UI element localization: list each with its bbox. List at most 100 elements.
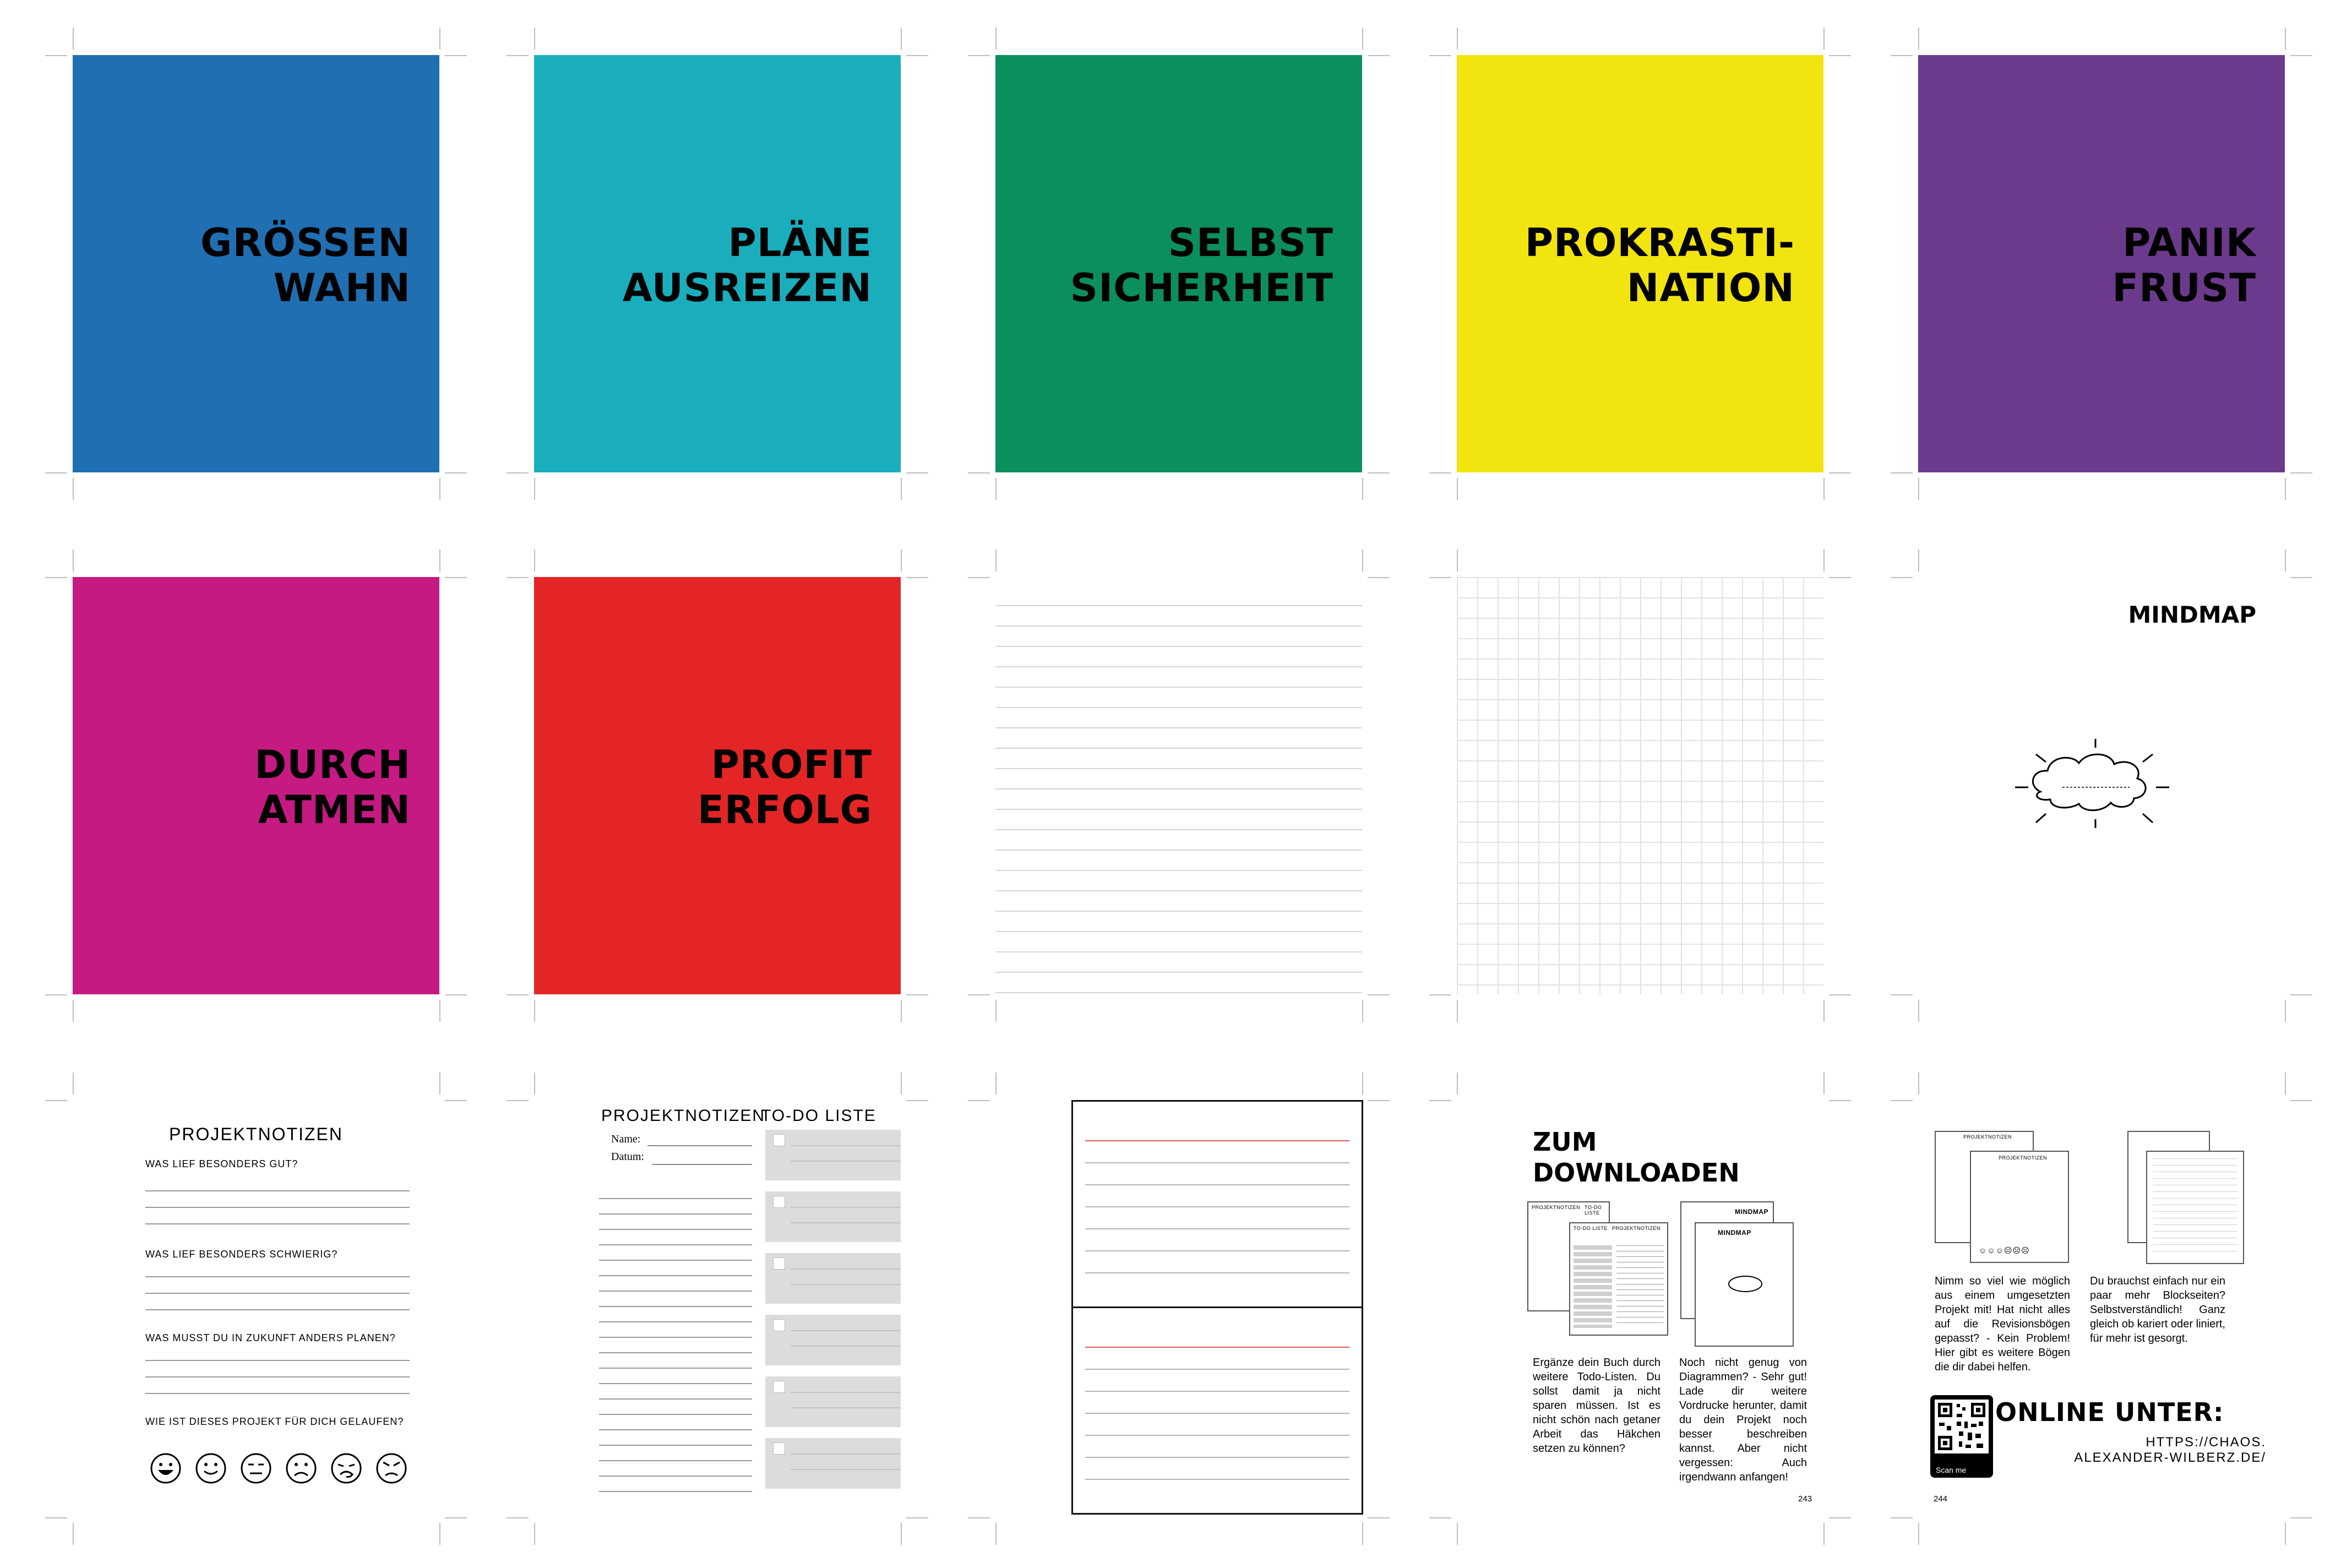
crop-mark xyxy=(534,28,535,50)
projektnotizen-page: PROJEKTNOTIZEN WAS LIEF BESONDERS GUT? W… xyxy=(73,1100,439,1517)
checkbox[interactable] xyxy=(773,1319,785,1331)
crop-mark xyxy=(1368,994,1390,995)
downloads-title: ZUM DOWNLOADEN xyxy=(1533,1127,1740,1188)
checkbox[interactable] xyxy=(773,1381,785,1393)
thumb-mindmap: MINDMAP xyxy=(1695,1222,1794,1347)
name-label: Name: xyxy=(611,1133,641,1145)
todo-item[interactable] xyxy=(765,1315,901,1365)
crop-mark xyxy=(1429,1517,1451,1518)
color-page-profit-erfolg: PROFIT ERFOLG xyxy=(534,577,901,994)
checkbox[interactable] xyxy=(773,1442,785,1455)
page-title: SELBST SICHERHEIT xyxy=(1070,220,1333,311)
mindmap-page: MINDMAP xyxy=(1918,577,2285,994)
todo-heading: TO-DO LISTE xyxy=(761,1107,876,1125)
crop-mark xyxy=(507,1517,529,1518)
crop-mark xyxy=(1823,1523,1825,1545)
page-title: PLÄNE AUSREIZEN xyxy=(622,220,872,311)
checkbox[interactable] xyxy=(773,1196,785,1208)
qr-code-icon xyxy=(1938,1403,1985,1450)
crop-mark xyxy=(1829,1100,1851,1101)
crop-mark xyxy=(439,1000,440,1022)
crop-mark xyxy=(439,478,440,500)
crop-mark xyxy=(906,55,928,56)
question-4: WIE IST DIESES PROJEKT FÜR DICH GELAUFEN… xyxy=(145,1416,404,1427)
crop-mark xyxy=(995,1000,997,1022)
crop-mark xyxy=(534,549,535,571)
crop-mark xyxy=(534,1523,535,1545)
answer-line xyxy=(145,1309,410,1310)
crop-mark xyxy=(995,549,997,571)
crop-mark xyxy=(2290,994,2312,995)
crop-mark xyxy=(2290,55,2312,56)
page-title: PROFIT ERFOLG xyxy=(697,742,872,832)
answer-line xyxy=(145,1276,410,1277)
crop-mark xyxy=(901,478,902,500)
crop-mark xyxy=(1823,549,1825,571)
crop-mark xyxy=(73,1523,74,1545)
crop-mark xyxy=(2285,28,2286,50)
todo-item[interactable] xyxy=(765,1438,901,1489)
crop-mark xyxy=(45,472,67,473)
crop-mark xyxy=(995,1523,997,1545)
thumb-pn-2: PROJEKTNOTIZEN ☺☺☺☹☹☹ xyxy=(1970,1151,2069,1263)
crop-mark xyxy=(1368,577,1390,578)
color-page-plaene-ausreizen: PLÄNE AUSREIZEN xyxy=(534,55,901,472)
crop-mark xyxy=(1368,1517,1390,1518)
answer-line xyxy=(145,1376,410,1378)
crop-mark xyxy=(45,577,67,578)
downloads-page: ZUM DOWNLOADEN PROJEKTNOTIZEN TO-DO LIST… xyxy=(1457,1100,1823,1517)
crop-mark xyxy=(1368,472,1390,473)
crop-mark xyxy=(507,472,529,473)
crop-mark xyxy=(1918,1072,1919,1095)
crop-mark xyxy=(534,478,535,500)
crop-mark xyxy=(73,549,74,571)
answer-line xyxy=(145,1293,410,1294)
crop-mark xyxy=(439,1072,440,1095)
crop-mark xyxy=(1891,1517,1913,1518)
crop-mark xyxy=(2290,472,2312,473)
crop-mark xyxy=(2290,1100,2312,1101)
crop-mark xyxy=(1823,28,1825,50)
crop-mark xyxy=(968,1517,990,1518)
crop-mark xyxy=(439,1523,440,1545)
page-title: PROJEKTNOTIZEN xyxy=(168,1124,343,1144)
crop-mark xyxy=(1823,1000,1825,1022)
crop-mark xyxy=(534,1000,535,1022)
question-2: WAS LIEF BESONDERS SCHWIERIG? xyxy=(145,1249,338,1260)
crop-mark xyxy=(1829,1517,1851,1518)
page-number: 244 xyxy=(1934,1494,1948,1504)
crop-mark xyxy=(901,28,902,50)
todo-item[interactable] xyxy=(765,1376,901,1427)
crop-mark xyxy=(1362,28,1363,50)
crop-mark xyxy=(1457,1523,1458,1545)
page-title: DURCH ATMEN xyxy=(254,742,411,832)
color-page-prokrastination: PROKRASTI- NATION xyxy=(1457,55,1823,472)
todo-item[interactable] xyxy=(765,1253,901,1304)
todo-item[interactable] xyxy=(765,1191,901,1242)
crop-mark xyxy=(1368,1100,1390,1101)
cloud-icon xyxy=(2015,739,2169,828)
grid-page xyxy=(1457,577,1823,994)
crop-mark xyxy=(445,577,467,578)
todo-item[interactable] xyxy=(765,1130,901,1180)
answer-line xyxy=(145,1190,410,1191)
crop-mark xyxy=(439,549,440,571)
crop-mark xyxy=(2285,549,2286,571)
crop-mark xyxy=(995,1072,997,1095)
crop-mark xyxy=(445,1100,467,1101)
online-url[interactable]: HTTPS://CHAOS. ALEXANDER-WILBERZ.DE/ xyxy=(2074,1435,2266,1465)
crop-mark xyxy=(901,1000,902,1022)
crop-mark xyxy=(1829,472,1851,473)
lined-block-top xyxy=(1071,1100,1363,1308)
crop-mark xyxy=(1891,577,1913,578)
thumb-lined xyxy=(2146,1151,2244,1264)
crop-mark xyxy=(1829,577,1851,578)
checkbox[interactable] xyxy=(773,1257,785,1270)
checkbox[interactable] xyxy=(773,1134,785,1146)
datum-label: Datum: xyxy=(611,1151,644,1163)
crop-mark xyxy=(1429,1100,1451,1101)
sad-smiley-icon xyxy=(286,1453,317,1484)
crop-mark xyxy=(968,577,990,578)
qr-code[interactable]: Scan me xyxy=(1930,1395,1993,1478)
crop-mark xyxy=(901,1523,902,1545)
